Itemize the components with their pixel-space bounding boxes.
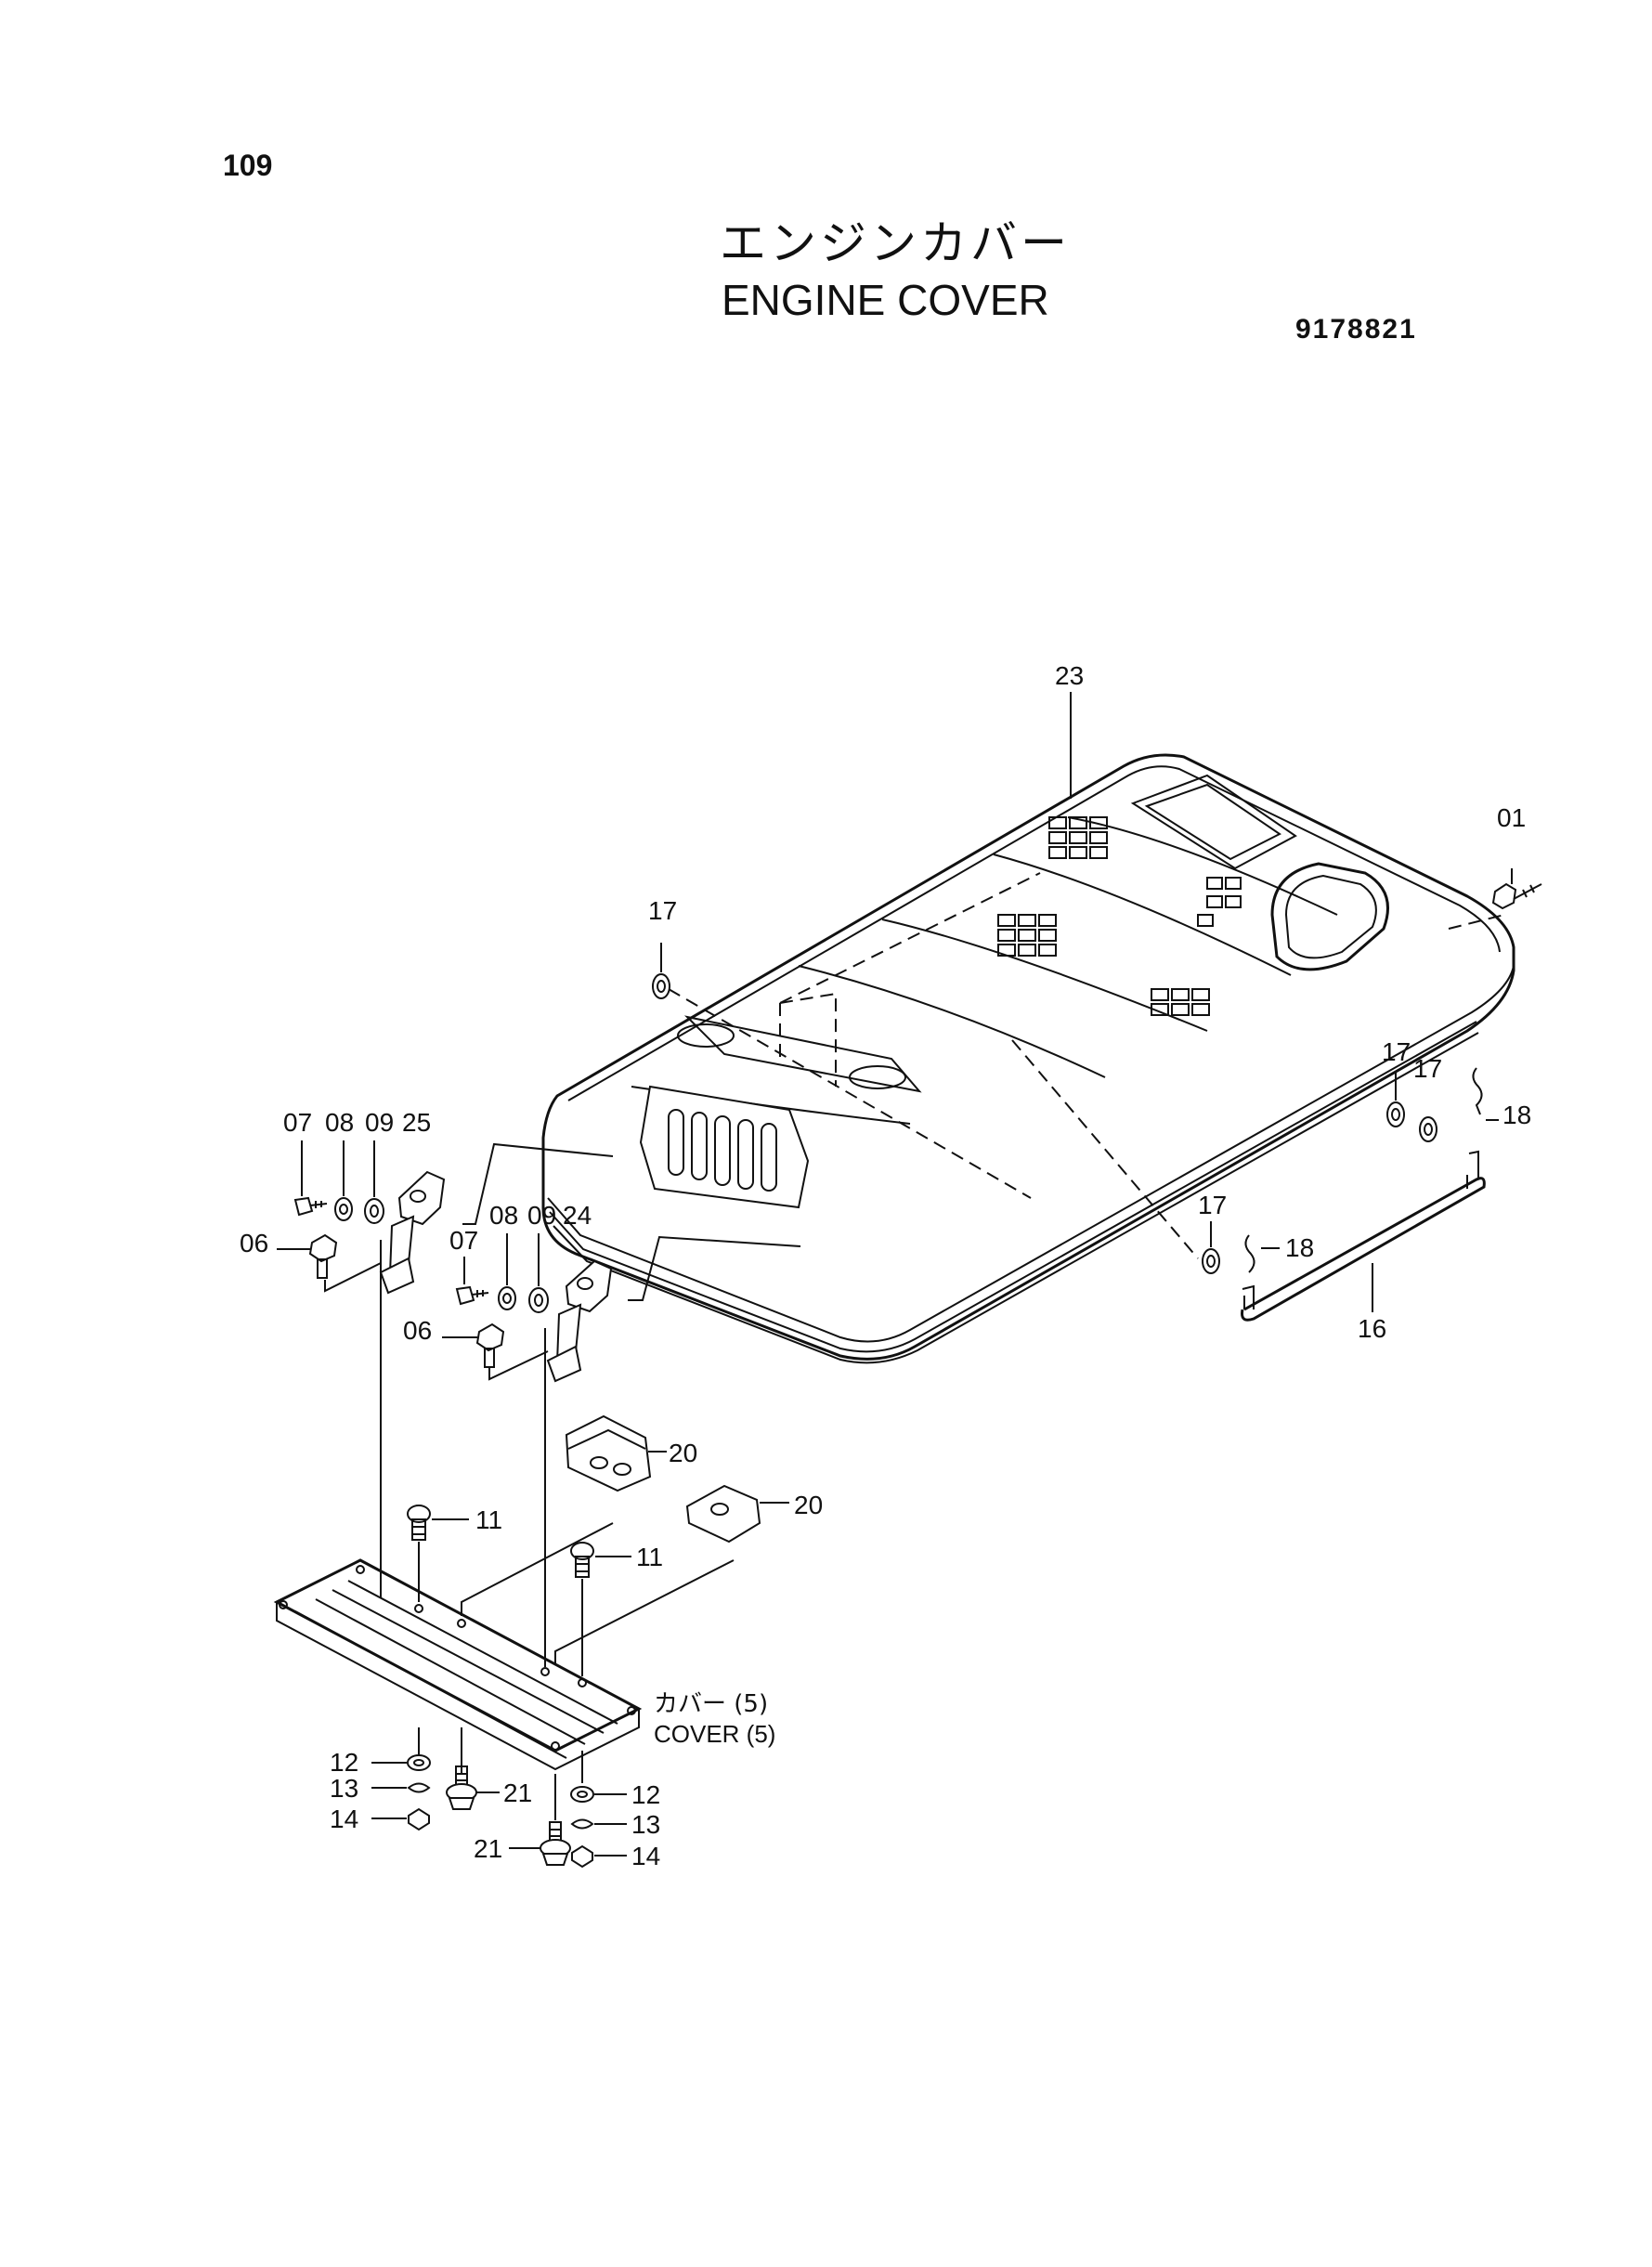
hinge-part-25 [379,1170,446,1295]
bolt-part-01 [1491,868,1542,910]
callout-07-a: 07 [283,1108,312,1137]
washer-part-09 [364,1140,549,1313]
stay-rod-part-16 [1241,1150,1486,1322]
callout-08-b: 08 [489,1201,518,1230]
callout-24: 24 [563,1201,592,1230]
callout-01: 01 [1497,803,1526,832]
washer-part-08 [334,1140,516,1310]
bracket-part-20 [565,1414,789,1544]
spring-washer-part-13 [371,1782,627,1830]
title-english: ENGINE COVER [722,276,1049,324]
engine-cover-part-23 [541,753,1515,1364]
callout-13-a: 13 [330,1774,358,1803]
callout-17-top: 17 [648,896,677,925]
callout-12-a: 12 [330,1748,358,1777]
callout-07-b: 07 [449,1226,478,1255]
callout-06-a: 06 [240,1229,268,1257]
callout-17-right-b: 17 [1413,1054,1442,1083]
callout-13-b: 13 [631,1810,660,1839]
clip-part-18 [1244,1067,1499,1273]
bolt-part-21 [446,1765,571,1866]
drawing-number: 9178821 [1295,314,1417,345]
callout-08-a: 08 [325,1108,354,1137]
nut-part-14 [371,1807,627,1869]
bolt-part-06 [277,1233,549,1381]
callout-09-a: 09 [365,1108,394,1137]
callout-17-right-a: 17 [1382,1037,1411,1066]
callout-14-a: 14 [330,1804,358,1833]
title-japanese: エンジンカバー [720,216,1071,270]
callout-20-b: 20 [794,1491,823,1519]
callout-09-b: 09 [527,1201,556,1230]
callout-16: 16 [1358,1314,1386,1343]
callout-21-a: 21 [503,1778,532,1807]
callout-17-lower: 17 [1198,1191,1227,1219]
callout-14-b: 14 [631,1842,660,1870]
callout-18-lower: 18 [1285,1233,1314,1262]
callout-18-right: 18 [1502,1101,1531,1129]
callout-25: 25 [402,1108,431,1137]
callout-20-a: 20 [669,1439,697,1467]
callout-21-b: 21 [474,1834,502,1863]
callout-06-b: 06 [403,1316,432,1345]
hinge-part-24 [546,1259,613,1383]
page-number: 109 [223,149,273,182]
cover-note-en: COVER (5) [654,1720,775,1748]
washer-part-12 [371,1754,627,1803]
callout-12-b: 12 [631,1780,660,1809]
screw-part-07 [293,1140,489,1306]
callout-11-a: 11 [475,1505,502,1534]
callout-11-b: 11 [636,1543,663,1571]
washer-part-17 [652,943,1437,1274]
bolt-part-11 [407,1505,631,1676]
callout-23: 23 [1055,661,1084,690]
cover-note-jp: カバー (5) [654,1690,768,1718]
base-cover-plate [273,1240,735,1820]
